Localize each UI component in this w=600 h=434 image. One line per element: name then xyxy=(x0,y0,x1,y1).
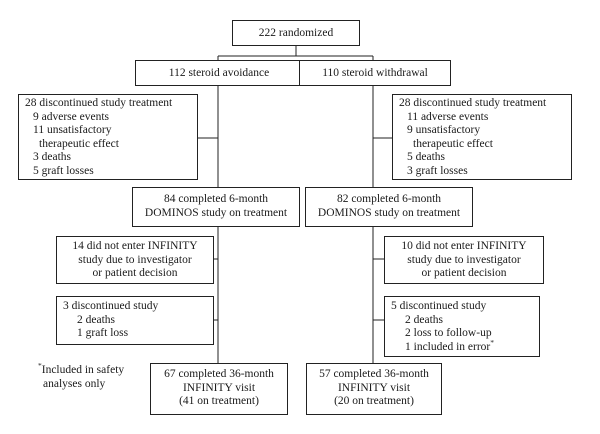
left-not-entered-line1: 14 did not enter INFINITY xyxy=(72,240,198,252)
left-not-entered-line2: study due to investigator xyxy=(78,253,192,266)
right-not-entered-line2: study due to investigator xyxy=(407,253,521,266)
right-disc-study-title: 5 discontinued study xyxy=(391,300,487,312)
left-completed-6-line2: DOMINOS study on treatment xyxy=(144,206,288,219)
right-completed-36-line2: INFINITY visit xyxy=(337,381,411,394)
right-completed-6-line2: DOMINOS study on treatment xyxy=(317,206,461,219)
left-disc-study-box: 3 discontinued study 2 deaths 1 graft lo… xyxy=(56,296,214,345)
footnote-line2: analyses only xyxy=(43,377,106,390)
right-disc-study-loss-follow-up: 2 loss to follow-up xyxy=(405,327,492,339)
right-completed-6-box: 82 completed 6-month DOMINOS study on tr… xyxy=(305,187,473,227)
right-adverse-events: 11 adverse events xyxy=(407,110,489,123)
left-discontinued-title: 28 discontinued study treatment xyxy=(25,97,173,109)
right-not-entered-box: 10 did not enter INFINITY study due to i… xyxy=(384,236,544,284)
left-arm-box: 112 steroid avoidance xyxy=(135,60,303,86)
right-discontinued-title: 28 discontinued study treatment xyxy=(399,97,547,109)
left-arm-label: 112 steroid avoidance xyxy=(168,67,270,79)
randomized-box: 222 randomized xyxy=(232,20,360,46)
left-not-entered-line3: or patient decision xyxy=(92,267,178,279)
right-discontinued-box: 28 discontinued study treatment 11 adver… xyxy=(392,94,572,180)
right-graft-losses: 3 graft losses xyxy=(407,164,468,177)
left-disc-study-title: 3 discontinued study xyxy=(63,300,159,312)
footnote-marker: * xyxy=(38,361,42,371)
left-disc-study-deaths: 2 deaths xyxy=(77,313,116,326)
right-completed-36-box: 57 completed 36-month INFINITY visit (20… xyxy=(306,363,442,415)
left-disc-study-graft-loss: 1 graft loss xyxy=(77,327,129,339)
left-adverse-events: 9 adverse events xyxy=(33,110,109,123)
left-graft-losses: 5 graft losses xyxy=(33,164,94,177)
left-not-entered-box: 14 did not enter INFINITY study due to i… xyxy=(56,236,214,284)
right-arm-label: 110 steroid withdrawal xyxy=(322,67,428,79)
right-completed-36-line1: 57 completed 36-month xyxy=(319,368,429,380)
left-completed-6-box: 84 completed 6-month DOMINOS study on tr… xyxy=(132,187,300,227)
left-completed-36-line3: (41 on treatment) xyxy=(179,395,259,407)
right-not-entered-line3: or patient decision xyxy=(421,267,507,279)
footnote-line1: *Included in safety xyxy=(38,361,148,378)
footnote: *Included in safety analyses only xyxy=(38,361,148,391)
left-completed-36-box: 67 completed 36-month INFINITY visit (41… xyxy=(150,363,288,415)
right-arm-box: 110 steroid withdrawal xyxy=(299,60,451,86)
right-deaths: 5 deaths xyxy=(407,151,446,163)
left-completed-36-line1: 67 completed 36-month xyxy=(164,368,274,380)
right-disc-study-included-error: 1 included in error* xyxy=(391,337,539,355)
right-disc-study-deaths: 2 deaths xyxy=(405,313,444,326)
left-completed-36-line2: INFINITY visit xyxy=(182,381,256,394)
right-disc-study-box: 5 discontinued study 2 deaths 2 loss to … xyxy=(384,296,540,357)
right-completed-36-line3: (20 on treatment) xyxy=(334,395,414,407)
footnote-line1-text: Included in safety xyxy=(41,364,125,376)
left-unsatisfactory: 11 unsatisfactory xyxy=(33,124,112,136)
right-included-error-marker: * xyxy=(490,337,495,347)
left-deaths: 3 deaths xyxy=(33,151,72,163)
left-discontinued-box: 28 discontinued study treatment 9 advers… xyxy=(18,94,198,180)
left-therapeutic-effect: therapeutic effect xyxy=(39,137,119,150)
randomized-label: 222 randomized xyxy=(258,27,334,39)
right-therapeutic-effect: therapeutic effect xyxy=(413,137,493,150)
right-completed-6-line1: 82 completed 6-month xyxy=(336,193,442,205)
right-included-error-text: 1 included in error xyxy=(405,340,491,353)
right-unsatisfactory: 9 unsatisfactory xyxy=(407,124,481,136)
left-completed-6-line1: 84 completed 6-month xyxy=(163,193,269,205)
right-not-entered-line1: 10 did not enter INFINITY xyxy=(401,240,527,252)
